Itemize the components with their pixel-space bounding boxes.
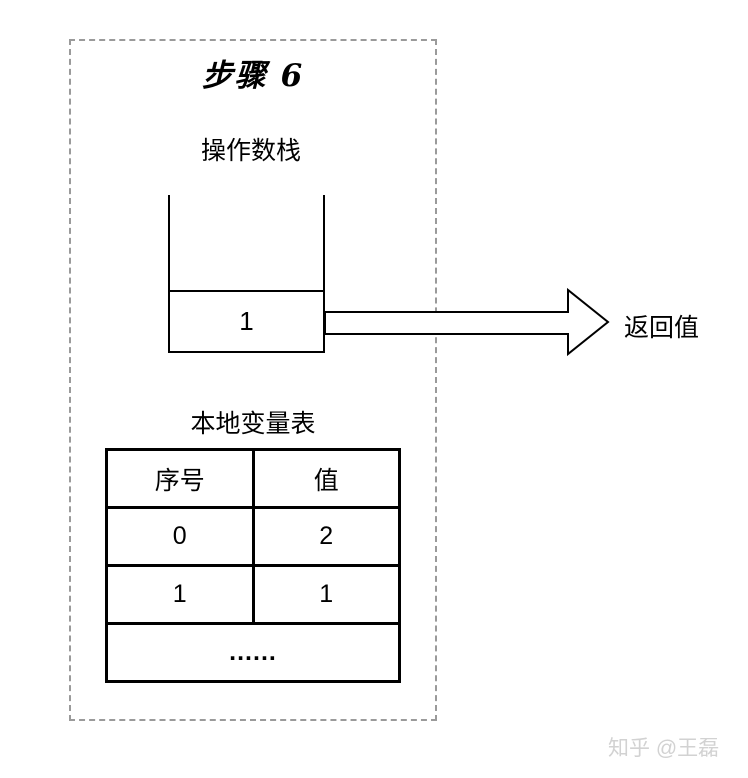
return-arrow-icon <box>325 287 610 357</box>
operand-stack-label: 操作数栈 <box>200 137 301 165</box>
table-cell-index: 0 <box>105 506 255 567</box>
local-variable-table-label: 本地变量表 <box>190 410 316 438</box>
return-value-label: 返回值 <box>624 314 700 342</box>
operand-stack-top-value: 1 <box>170 290 323 351</box>
operand-stack-shape: 1 <box>168 195 325 353</box>
table-ellipsis-cell: ...... <box>105 622 401 683</box>
table-header-row: 序号 值 <box>105 448 401 509</box>
table-cell-index: 1 <box>105 564 255 625</box>
table-ellipsis-row: ...... <box>105 622 401 683</box>
stack-frame-dashed-border <box>69 39 437 721</box>
step-title: 步骤 6 <box>201 58 305 94</box>
table-cell-value: 1 <box>251 564 401 625</box>
local-variable-table: 序号 值 0 2 1 1 ...... <box>105 448 401 683</box>
table-header-index: 序号 <box>105 448 255 509</box>
table-cell-value: 2 <box>251 506 401 567</box>
table-row: 0 2 <box>105 506 401 567</box>
zhihu-watermark: 知乎 @王磊 <box>608 737 720 760</box>
table-row: 1 1 <box>105 564 401 625</box>
table-header-value: 值 <box>251 448 401 509</box>
